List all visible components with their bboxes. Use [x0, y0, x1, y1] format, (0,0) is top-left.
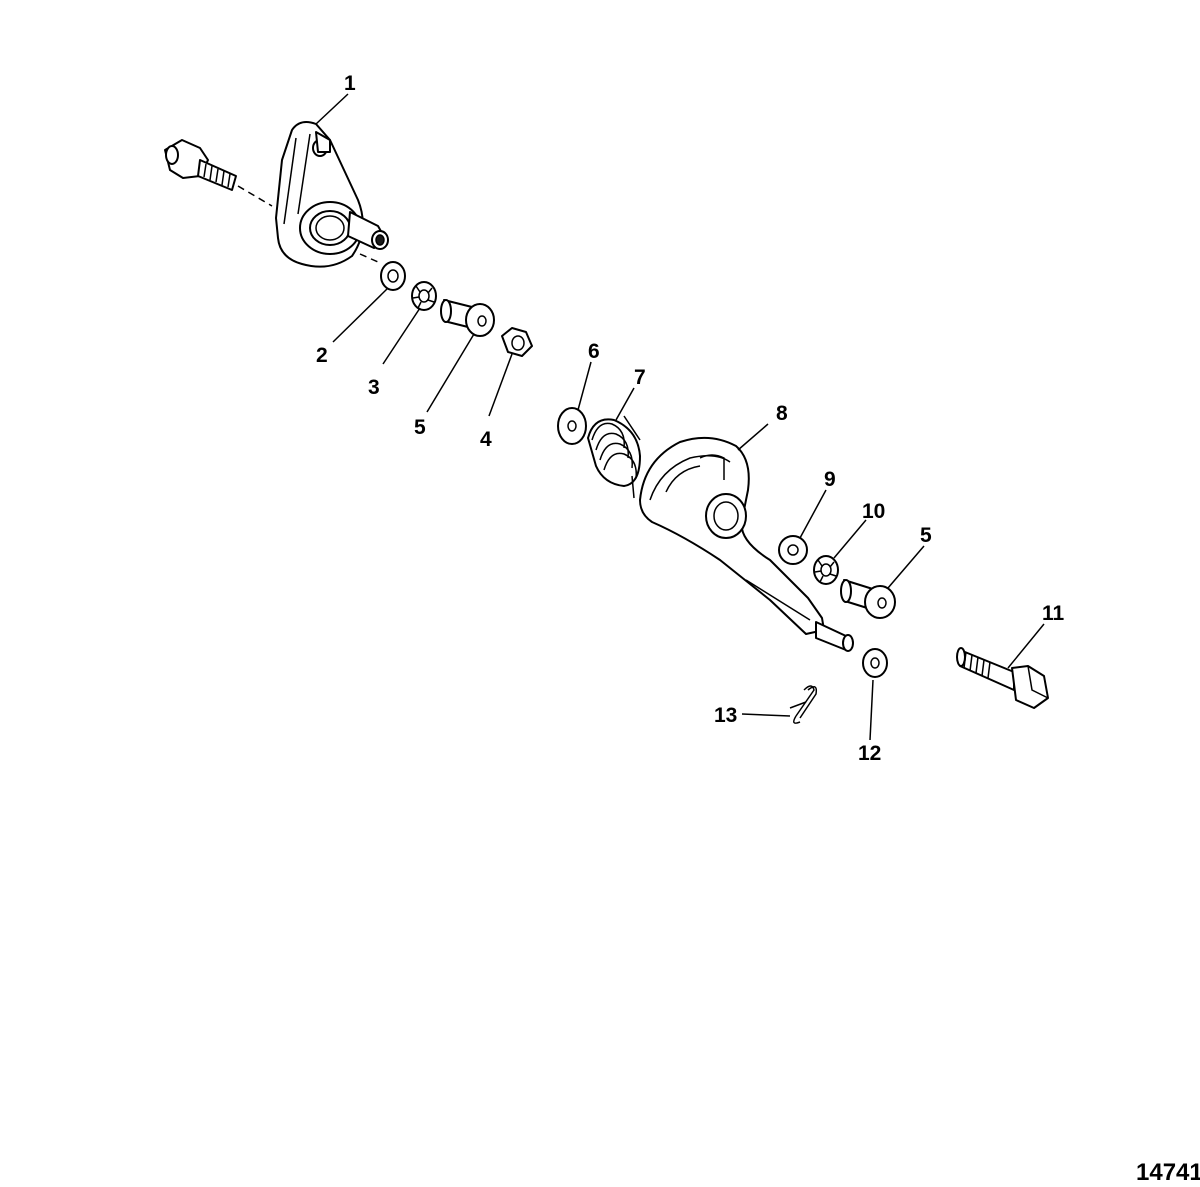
- shoulder-pin-part: [440, 299, 495, 337]
- leader-2: [332, 287, 389, 343]
- washer-part-6: [557, 407, 587, 445]
- leader-4: [488, 353, 513, 417]
- leader-lines: [315, 93, 1045, 741]
- callout-6: 6: [588, 340, 600, 363]
- washer-part: [380, 261, 406, 291]
- callout-1: 1: [344, 72, 356, 95]
- callout-4: 4: [480, 428, 492, 451]
- leader-3: [382, 307, 421, 365]
- callout-5b: 5: [920, 524, 932, 547]
- lever-arm-part: [275, 121, 389, 268]
- callout-13: 13: [714, 704, 737, 727]
- callout-10: 10: [862, 500, 885, 523]
- torsion-spring-part: [587, 415, 641, 499]
- callout-3: 3: [368, 376, 380, 399]
- washer-part-12: [862, 648, 888, 678]
- leader-12: [869, 679, 874, 741]
- leader-6: [577, 361, 592, 411]
- shift-lever-part: [639, 436, 854, 652]
- callout-11: 11: [1042, 602, 1065, 625]
- leader-8: [737, 423, 769, 451]
- leader-11: [1007, 623, 1045, 669]
- callout-2: 2: [316, 344, 328, 367]
- callout-7: 7: [634, 366, 646, 389]
- callout-5a: 5: [414, 416, 426, 439]
- lock-washer-part: [411, 281, 437, 311]
- leader-10: [833, 519, 867, 559]
- leader-5a: [426, 333, 475, 413]
- washer-part-9: [778, 535, 808, 565]
- hex-nut-part: [501, 327, 533, 357]
- lock-washer-part-10: [813, 555, 839, 585]
- leader-7: [615, 387, 635, 421]
- callout-12: 12: [858, 742, 881, 765]
- leader-9: [799, 489, 827, 539]
- stud-bolt-part: [164, 139, 273, 207]
- shoulder-pin-part-2: [840, 579, 896, 619]
- leader-13: [741, 713, 791, 717]
- leader-5b: [887, 545, 925, 589]
- figure-number: 14741: [1136, 1159, 1200, 1186]
- hex-bolt-part: [956, 647, 1049, 709]
- callout-labels: 1 2 3 5 4 6 7 8 9 10 5 11 12 13: [316, 72, 1065, 765]
- callout-9: 9: [824, 468, 836, 491]
- callout-8: 8: [776, 402, 788, 425]
- cotter-pin-part: [789, 685, 818, 724]
- leader-1: [315, 93, 349, 125]
